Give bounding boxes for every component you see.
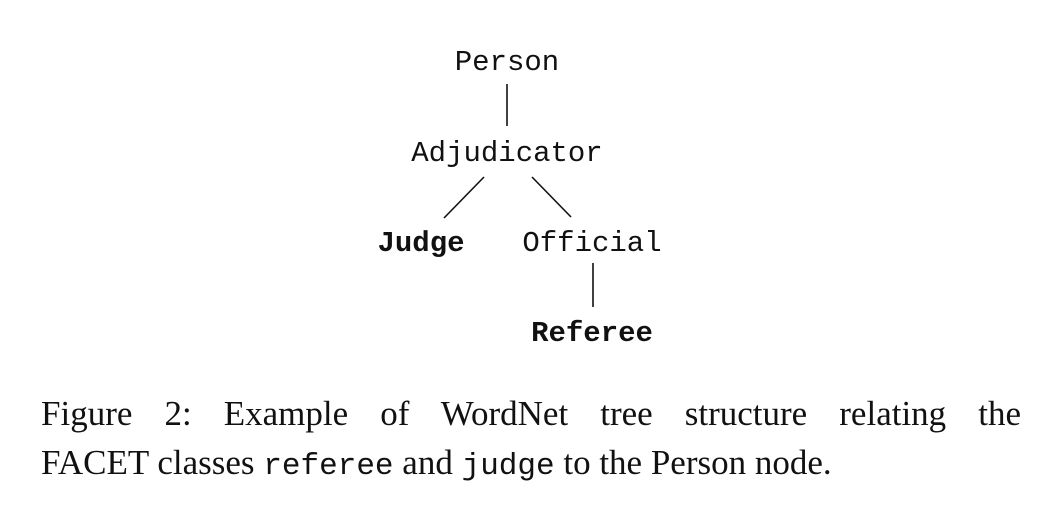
caption-line-2: FACET classes referee and judge to the P… — [41, 438, 1021, 491]
node-official: Official — [522, 227, 661, 260]
node-judge: Judge — [377, 227, 464, 260]
node-adjudicator: Adjudicator — [411, 137, 602, 170]
caption-prefix: FACET classes — [41, 443, 264, 482]
figure-caption: Figure 2: Example of WordNet tree struct… — [41, 389, 1021, 491]
caption-term-judge: judge — [461, 449, 555, 484]
node-person: Person — [455, 46, 559, 79]
caption-middle: and — [393, 443, 462, 482]
caption-suffix: to the Person node. — [554, 443, 832, 482]
caption-term-referee: referee — [263, 449, 394, 484]
edge-adjudicator-judge — [443, 176, 485, 219]
edge-adjudicator-official — [531, 176, 572, 218]
node-referee: Referee — [531, 317, 653, 350]
wordnet-tree-diagram: Person Adjudicator Judge Official Refere… — [377, 46, 661, 350]
caption-line-1: Figure 2: Example of WordNet tree struct… — [41, 394, 1021, 433]
